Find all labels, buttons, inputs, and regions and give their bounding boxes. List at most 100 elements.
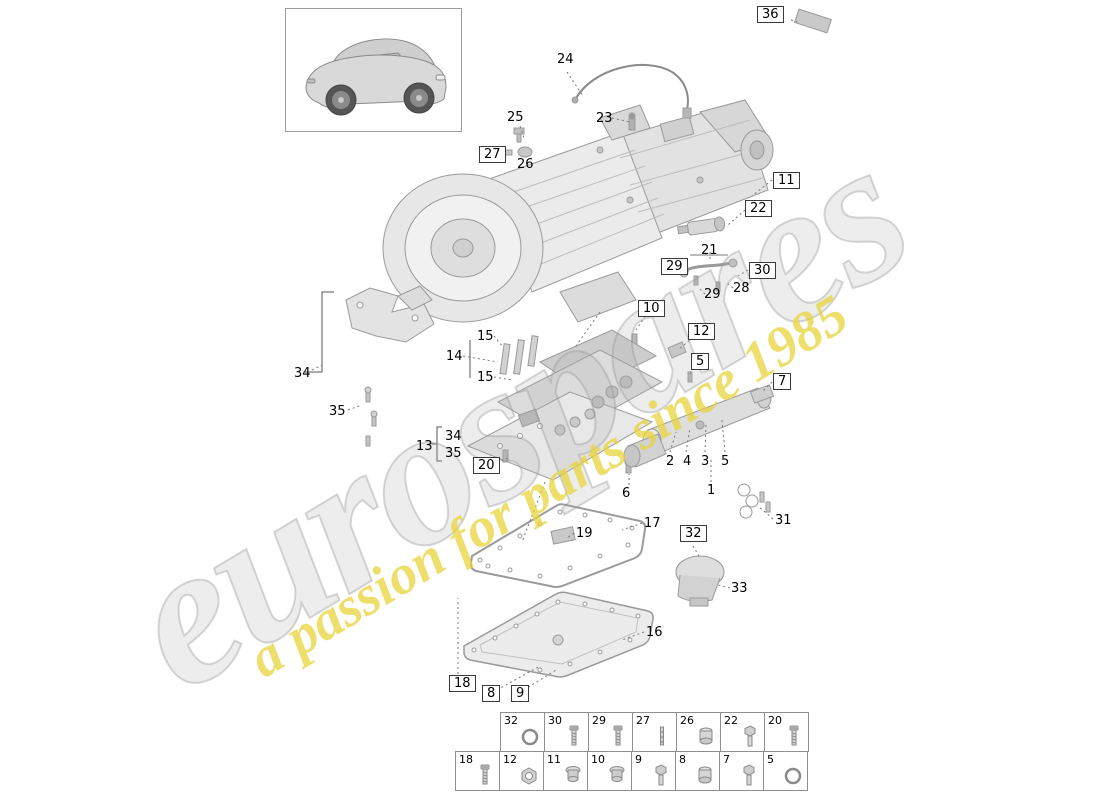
part-label-32[interactable]: 32 — [680, 525, 707, 542]
part-label-19[interactable]: 19 — [576, 526, 593, 541]
part-label-10[interactable]: 10 — [638, 300, 665, 317]
part-label-33[interactable]: 33 — [731, 581, 748, 596]
pin-part — [794, 8, 832, 34]
part-label-21[interactable]: 21 — [701, 243, 718, 258]
part-label-22[interactable]: 22 — [745, 200, 772, 217]
fastener-cell-22[interactable]: 22 — [720, 712, 765, 752]
part-label-34[interactable]: 34 — [294, 366, 311, 381]
part-label-20[interactable]: 20 — [473, 457, 500, 474]
part-label-17[interactable]: 17 — [644, 516, 661, 531]
part-label-29b[interactable]: 29 — [704, 287, 721, 302]
fastener-number: 9 — [635, 753, 642, 766]
part-label-4[interactable]: 4 — [683, 454, 692, 469]
fastener-number: 32 — [504, 714, 518, 727]
fastener-table: 32 30 29 27 26 22 — [455, 712, 809, 791]
part-label-2[interactable]: 2 — [666, 454, 675, 469]
part-label-9[interactable]: 9 — [511, 685, 530, 702]
nut-icon — [519, 764, 539, 788]
screw-icon — [475, 764, 495, 788]
seal-cluster — [737, 483, 771, 519]
gasket-part — [469, 503, 647, 588]
part-label-5b[interactable]: 5 — [721, 454, 730, 469]
part-label-27[interactable]: 27 — [479, 146, 506, 163]
fastener-cell-20[interactable]: 20 — [764, 712, 809, 752]
part-label-11[interactable]: 11 — [773, 172, 800, 189]
breather-part — [675, 555, 725, 607]
fastener-cell-32[interactable]: 32 — [500, 712, 545, 752]
bolt-icon — [739, 764, 759, 788]
part-label-26[interactable]: 26 — [517, 157, 534, 172]
part-label-36[interactable]: 36 — [757, 6, 784, 23]
fastener-cell-29[interactable]: 29 — [588, 712, 633, 752]
fastener-number: 5 — [767, 753, 774, 766]
part-label-5-box[interactable]: 5 — [691, 353, 710, 370]
part-label-35[interactable]: 35 — [329, 404, 346, 419]
fastener-cell-10[interactable]: 10 — [587, 751, 632, 791]
part-label-15b[interactable]: 15 — [477, 370, 494, 385]
bolt-icon — [651, 764, 671, 788]
part-label-28[interactable]: 28 — [733, 281, 750, 296]
plug-icon — [607, 764, 627, 788]
part-label-3[interactable]: 3 — [701, 454, 710, 469]
fastener-cell-18[interactable]: 18 — [455, 751, 500, 791]
plug-icon — [563, 764, 583, 788]
oil-pan — [463, 591, 654, 678]
part-label-7[interactable]: 7 — [773, 373, 792, 390]
part-label-34b[interactable]: 34 — [445, 429, 462, 444]
part-label-23[interactable]: 23 — [596, 111, 613, 126]
valve-body — [466, 329, 664, 481]
fastener-table-row-bottom: 18 12 11 10 9 8 — [455, 751, 808, 791]
part-label-1[interactable]: 1 — [707, 483, 716, 498]
fastener-cell-8[interactable]: 8 — [675, 751, 720, 791]
fastener-number: 8 — [679, 753, 686, 766]
fastener-cell-9[interactable]: 9 — [631, 751, 676, 791]
grouping-brackets — [305, 291, 471, 462]
part-label-30[interactable]: 30 — [749, 262, 776, 279]
part-label-12[interactable]: 12 — [688, 323, 715, 340]
fastener-number: 29 — [592, 714, 606, 727]
fastener-cell-12[interactable]: 12 — [499, 751, 544, 791]
fastener-cell-30[interactable]: 30 — [544, 712, 589, 752]
part-label-16[interactable]: 16 — [646, 625, 663, 640]
bracket-part — [345, 285, 435, 447]
fastener-number: 7 — [723, 753, 730, 766]
vehicle-thumbnail — [285, 8, 462, 132]
stud-parts — [499, 335, 539, 375]
bushing-icon — [696, 725, 716, 749]
fastener-table-row-top: 32 30 29 27 26 22 — [500, 712, 809, 752]
fastener-number: 11 — [547, 753, 561, 766]
part-label-31[interactable]: 31 — [775, 513, 792, 528]
fastener-number: 18 — [459, 753, 473, 766]
fastener-number: 20 — [768, 714, 782, 727]
part-label-35b[interactable]: 35 — [445, 446, 462, 461]
transmission-case — [382, 99, 774, 323]
part-label-25[interactable]: 25 — [507, 110, 524, 125]
part-label-24[interactable]: 24 — [557, 52, 574, 67]
screw-icon — [564, 725, 584, 749]
oil-filter-assembly — [623, 371, 775, 468]
fastener-cell-5[interactable]: 5 — [763, 751, 808, 791]
fastener-number: 22 — [724, 714, 738, 727]
fastener-cell-26[interactable]: 26 — [676, 712, 721, 752]
screw-icon — [784, 725, 804, 749]
fastener-number: 30 — [548, 714, 562, 727]
fastener-cell-27[interactable]: 27 — [632, 712, 677, 752]
fastener-number: 27 — [636, 714, 650, 727]
fastener-cell-7[interactable]: 7 — [719, 751, 764, 791]
vehicle-illustration — [305, 38, 447, 116]
pin-icon — [652, 725, 672, 749]
part-label-18[interactable]: 18 — [449, 675, 476, 692]
part-label-14[interactable]: 14 — [446, 349, 463, 364]
part-label-15a[interactable]: 15 — [477, 329, 494, 344]
fastener-number: 12 — [503, 753, 517, 766]
part-label-13[interactable]: 13 — [416, 439, 433, 454]
small-fittings — [503, 127, 533, 158]
part-label-29[interactable]: 29 — [661, 258, 688, 275]
fastener-number: 10 — [591, 753, 605, 766]
part-label-8[interactable]: 8 — [482, 685, 501, 702]
harness-part — [571, 64, 692, 131]
part-label-6[interactable]: 6 — [622, 486, 631, 501]
fastener-cell-11[interactable]: 11 — [543, 751, 588, 791]
